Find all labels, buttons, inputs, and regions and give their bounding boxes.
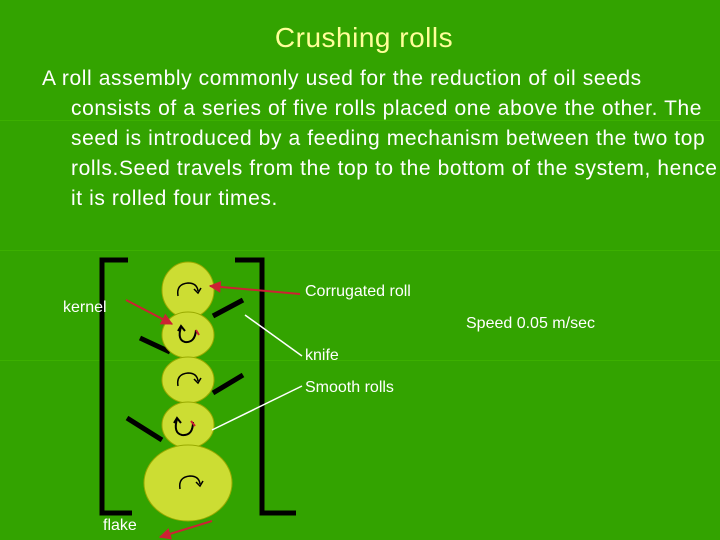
slide-paragraph: A roll assembly commonly used for the re… — [42, 67, 718, 210]
roll-2 — [161, 311, 215, 359]
roll-4 — [161, 401, 215, 449]
corrugated-roll-arrow — [208, 280, 301, 295]
corrugated-roll-label: Corrugated roll — [305, 283, 411, 300]
rotation-ccw-icon — [173, 416, 196, 437]
background-stripe — [0, 250, 720, 251]
flake-label: flake — [103, 517, 137, 534]
flake-arrow — [158, 520, 213, 540]
rotation-ccw-icon — [177, 324, 200, 344]
rotation-cw-icon — [176, 372, 202, 387]
roll-1 — [161, 261, 215, 319]
slide-title: Crushing rolls — [274, 22, 454, 53]
knife-blade — [211, 297, 245, 319]
kernel-arrow — [125, 299, 174, 325]
roll-5 — [143, 444, 233, 522]
kernel-label: kernel — [63, 299, 107, 316]
knife-blade — [211, 372, 245, 396]
roll-3 — [161, 356, 215, 404]
background-stripe — [0, 360, 720, 361]
right-frame — [235, 257, 296, 516]
knife-pointer — [244, 314, 303, 357]
knife-blade — [138, 335, 172, 355]
knife-blade — [125, 415, 164, 443]
rotation-cw-icon — [178, 475, 204, 490]
speed-label: Speed 0.05 m/sec — [466, 315, 595, 332]
smooth-rolls-pointer — [211, 385, 303, 431]
rotation-cw-icon — [176, 282, 202, 297]
background-stripe — [0, 120, 720, 121]
knife-label: knife — [305, 347, 339, 364]
smooth-rolls-label: Smooth rolls — [305, 379, 394, 396]
left-frame — [99, 257, 132, 516]
